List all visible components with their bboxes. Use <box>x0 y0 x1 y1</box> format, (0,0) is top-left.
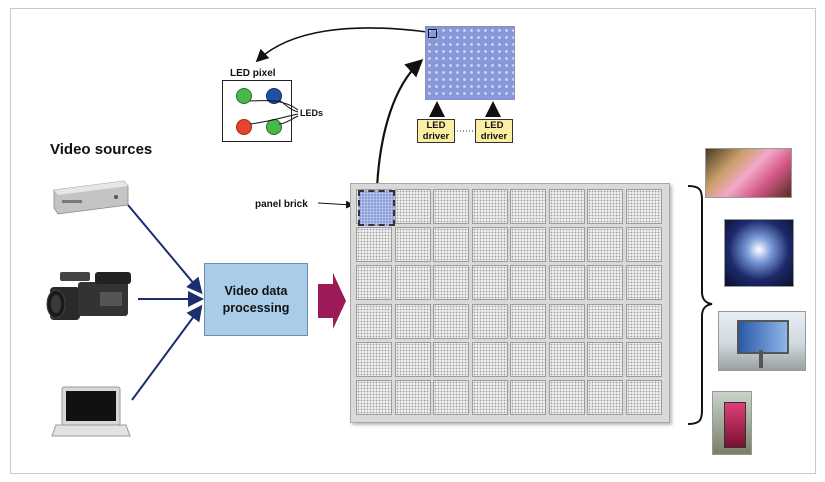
processing-label: Video data processing <box>222 284 290 315</box>
panel-cell <box>471 341 508 377</box>
panel-cell <box>548 227 585 263</box>
panel-cell <box>433 303 469 339</box>
panel-brick-highlight <box>358 190 395 226</box>
output-arrow <box>318 273 346 329</box>
panel-cell <box>356 303 392 339</box>
panel-cell <box>433 227 469 263</box>
panel-cell <box>625 303 662 339</box>
video-sources-title: Video sources <box>50 141 153 158</box>
panel-cell <box>587 227 623 263</box>
panel-cell <box>433 189 469 224</box>
panel-cell <box>356 380 392 415</box>
red-led <box>236 119 252 135</box>
leds-pointer-4 <box>278 115 299 125</box>
panel-cell <box>356 265 392 301</box>
panel-cell <box>625 341 662 377</box>
panel-cell <box>510 265 546 301</box>
leds-pointer-3 <box>249 113 299 125</box>
panel-cell <box>471 265 508 301</box>
panel-cell <box>548 303 585 339</box>
brick-to-grid-arrow <box>375 59 424 189</box>
panel-cell <box>433 341 469 377</box>
panel-cell <box>471 380 508 415</box>
panel-cell <box>394 189 431 224</box>
panel-cell <box>356 341 392 377</box>
panel-brick-label: panel brick <box>255 199 308 210</box>
panel-cell <box>433 380 469 415</box>
leds-pointer-1 <box>249 100 299 111</box>
led-driver-1: LED driver <box>417 119 455 143</box>
panel-cell <box>587 303 623 339</box>
concert-screen-thumbnail <box>724 219 794 287</box>
panel-cell <box>587 380 623 415</box>
leds-label: LEDs <box>300 108 324 118</box>
panel-brick-pointer <box>317 200 354 209</box>
panel-cell <box>433 265 469 301</box>
panel-cell <box>394 380 431 415</box>
panel-cell <box>548 380 585 415</box>
panel-cell <box>625 265 662 301</box>
building-screen <box>724 402 746 448</box>
dvd-arrow <box>127 204 203 295</box>
panel-cell <box>510 227 546 263</box>
panel-cell <box>587 341 623 377</box>
panel-cell <box>394 303 431 339</box>
led-driver-2: LED driver <box>475 119 513 143</box>
billboard-screen <box>737 320 789 354</box>
panel-cell <box>510 380 546 415</box>
led-panel <box>350 183 670 423</box>
panel-cell <box>548 189 585 224</box>
building-screen-thumbnail <box>712 391 752 455</box>
blue-led <box>266 88 282 104</box>
led-pixel-label: LED pixel <box>230 68 276 79</box>
panel-cell <box>548 265 585 301</box>
panel-cell <box>587 265 623 301</box>
panel-cell <box>625 189 662 224</box>
billboard-screen-thumbnail <box>718 311 806 371</box>
panel-cell <box>510 341 546 377</box>
leds-pointer-2 <box>278 99 299 113</box>
video-data-processing-box: Video data processing <box>204 263 308 336</box>
grid-to-pixel-arrow <box>255 27 428 63</box>
panel-cell <box>510 303 546 339</box>
panel-cell <box>587 189 623 224</box>
flower-screen-thumbnail <box>705 148 792 198</box>
selected-pixel-highlight <box>428 29 437 38</box>
laptop-arrow <box>131 304 203 401</box>
panel-cell <box>510 189 546 224</box>
green-led-2 <box>266 119 282 135</box>
panel-cell <box>394 265 431 301</box>
panel-cell <box>394 227 431 263</box>
panel-cell <box>548 341 585 377</box>
panel-cell <box>356 227 392 263</box>
panel-cell <box>625 380 662 415</box>
panel-cell <box>471 303 508 339</box>
panel-cell <box>471 227 508 263</box>
led-brick-zoom <box>425 26 515 100</box>
figure-frame <box>10 8 816 474</box>
panel-cell <box>394 341 431 377</box>
examples-brace <box>687 185 713 425</box>
green-led-1 <box>236 88 252 104</box>
billboard-pole <box>759 350 763 368</box>
panel-cell <box>471 189 508 224</box>
panel-cell <box>625 227 662 263</box>
